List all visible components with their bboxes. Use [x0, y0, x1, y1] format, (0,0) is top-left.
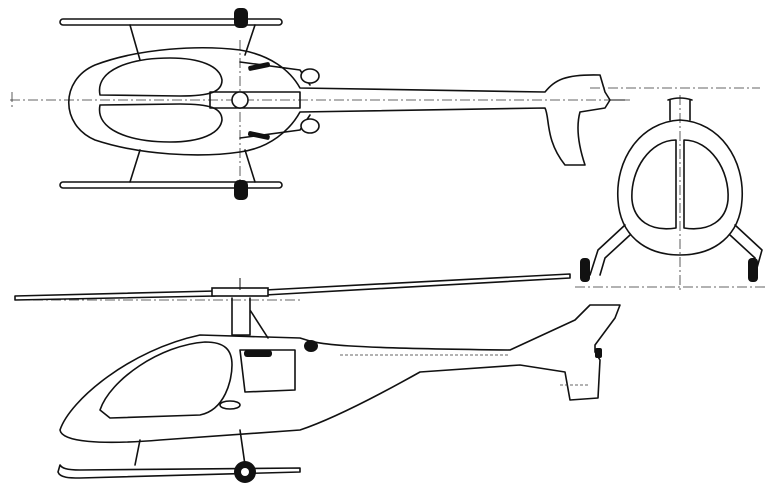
front-view: [575, 87, 765, 290]
fuselage-top: [67, 47, 611, 166]
rotor-mast: [231, 297, 269, 339]
fuselage-side: [59, 304, 621, 444]
wheel-right: [748, 258, 758, 282]
canopy-side: [99, 341, 233, 419]
engine-intake-side: [304, 340, 318, 352]
rotor-mast-front: [667, 97, 693, 121]
canopy-upper: [98, 57, 223, 97]
skids: [59, 8, 283, 200]
skid-side: [57, 464, 301, 479]
skid-struts: [134, 429, 246, 466]
main-rotor-blades: [14, 273, 571, 301]
fuselage-front: [617, 119, 743, 256]
canopy-lower: [98, 103, 223, 143]
fuel-cap: [219, 400, 241, 410]
top-view: [10, 8, 630, 200]
wheel-left: [580, 258, 590, 282]
side-view: [14, 273, 621, 483]
rotor-hub-housing: [209, 91, 301, 109]
tail-rotor: [595, 348, 602, 358]
wheel-bottom: [234, 180, 248, 200]
engine-intake-upper: [300, 68, 320, 84]
rotor-hub: [231, 91, 249, 109]
wheel-top: [234, 8, 248, 28]
side-door: [239, 349, 296, 393]
engine-intake-lower: [300, 118, 320, 134]
